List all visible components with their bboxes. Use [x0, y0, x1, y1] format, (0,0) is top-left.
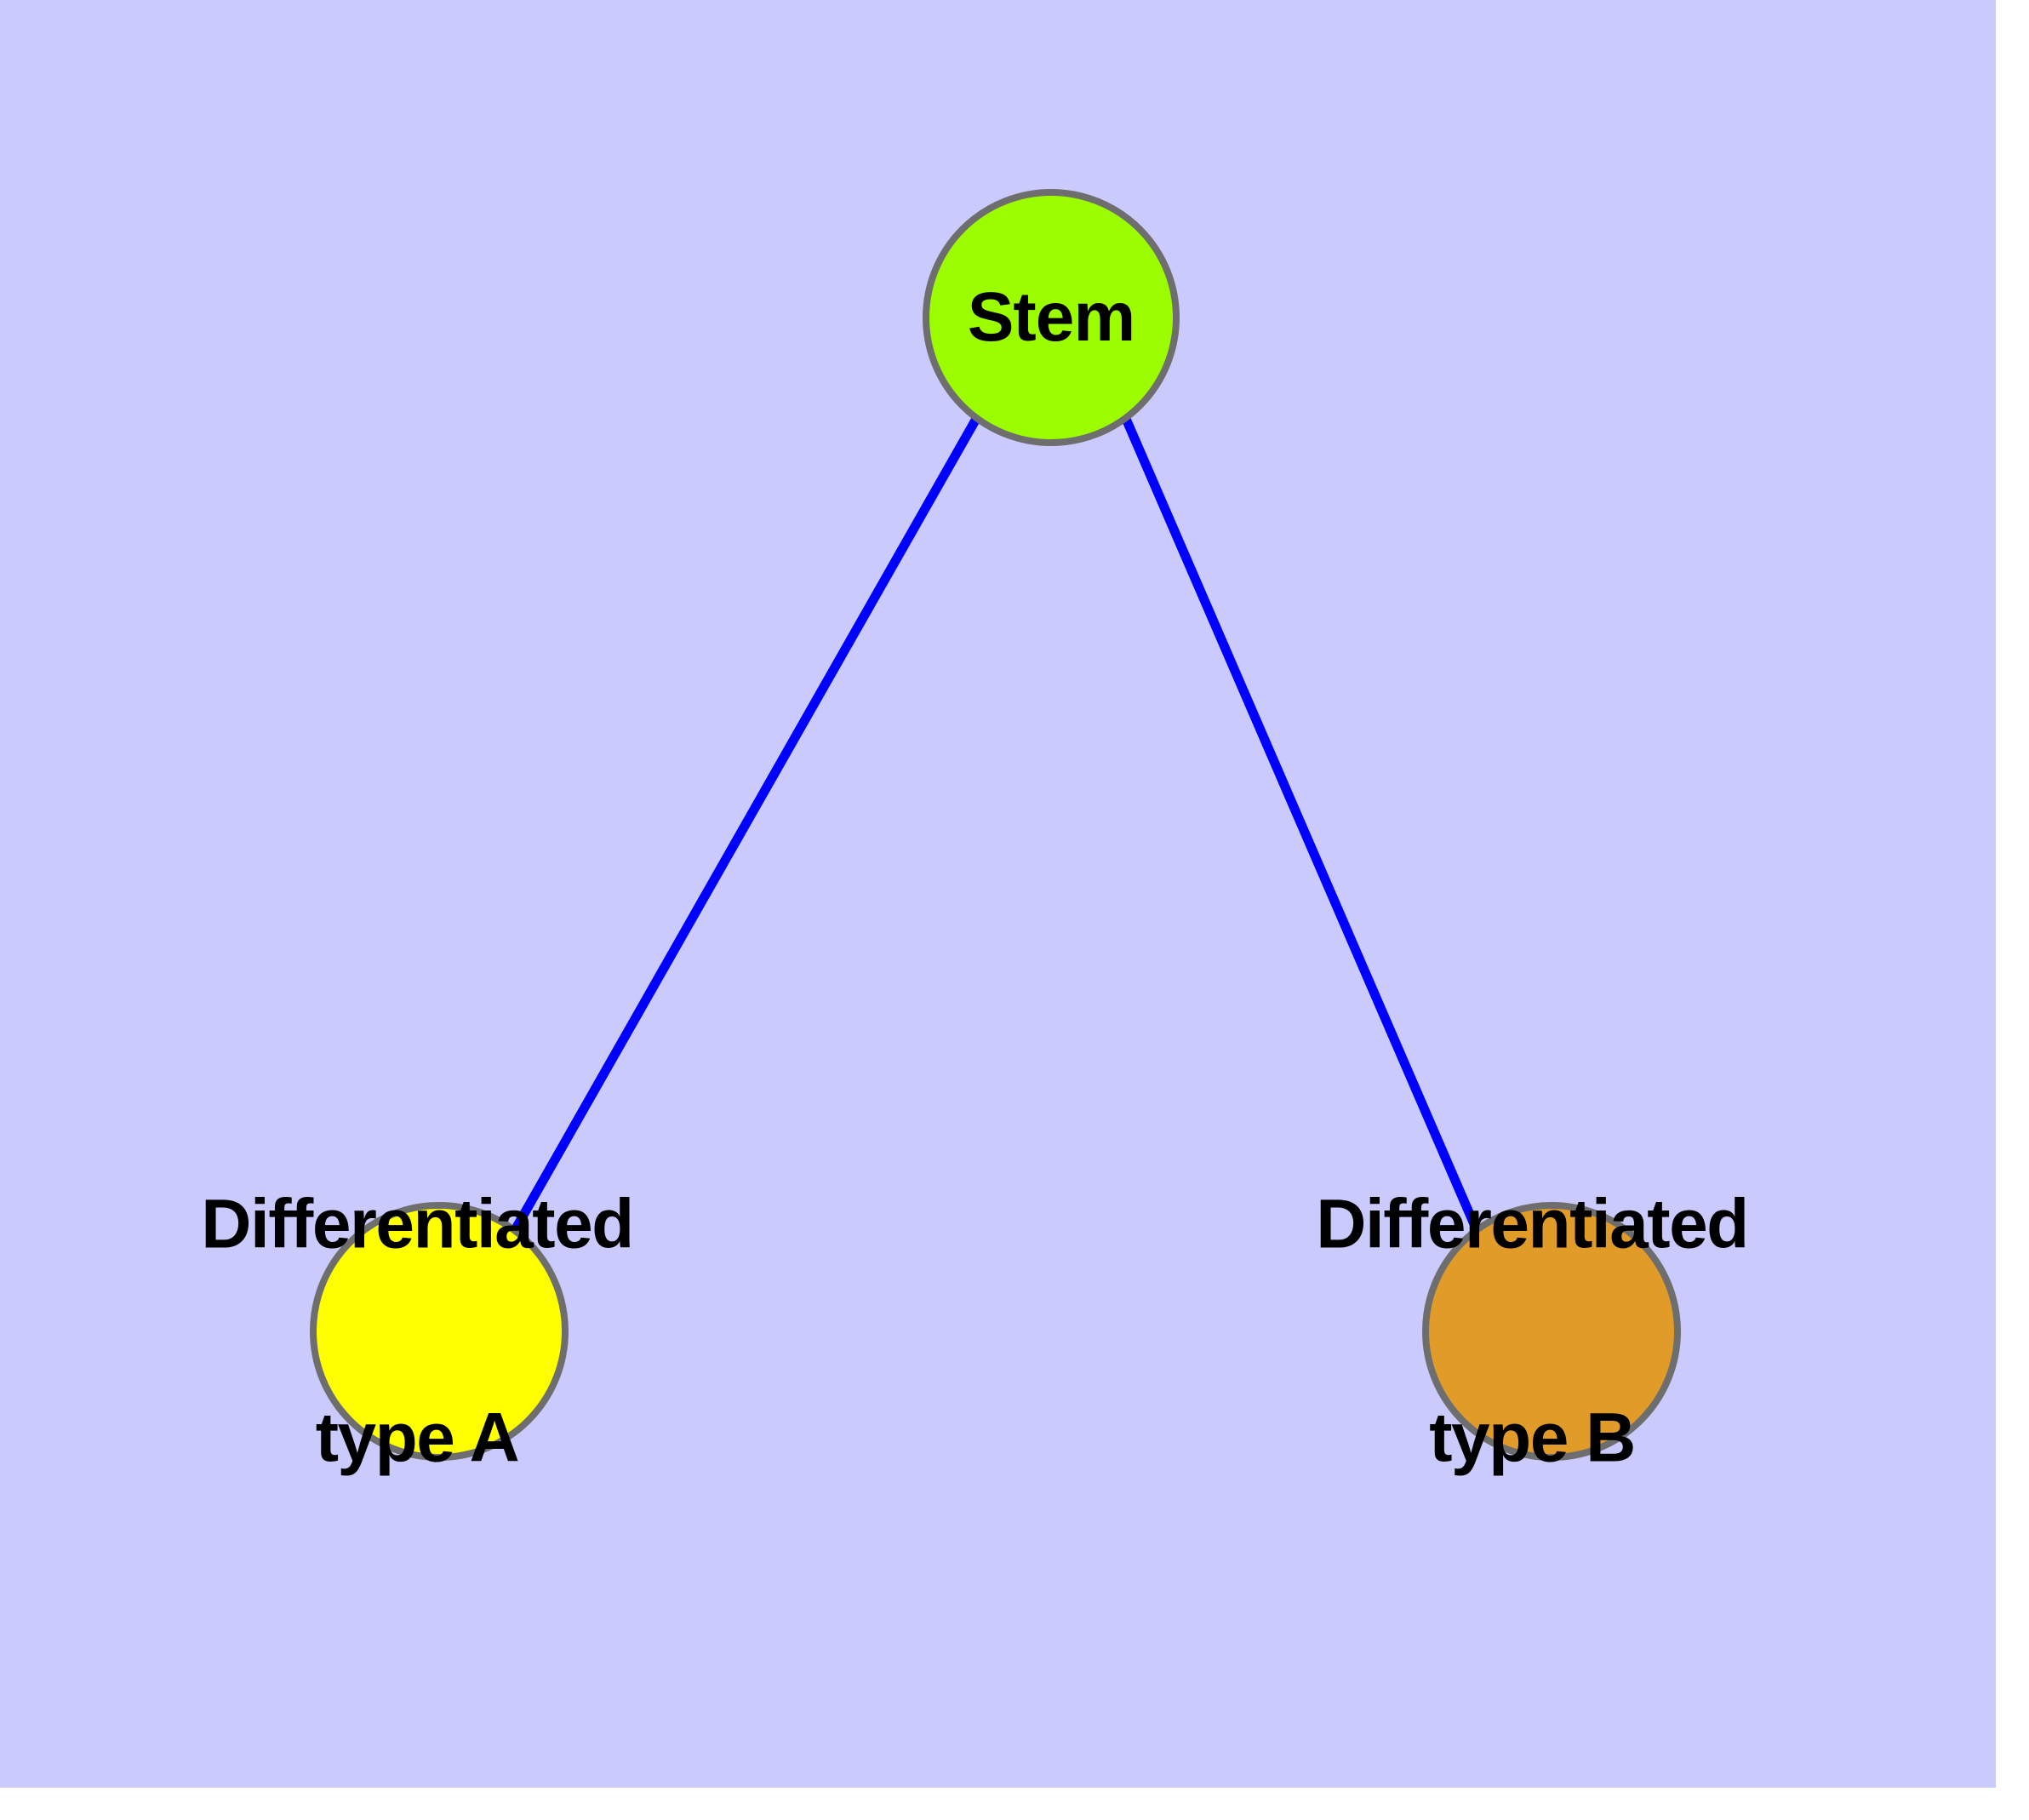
- edge-layer: [511, 416, 1482, 1233]
- node-circle-differentiated-type-a[interactable]: [310, 1202, 569, 1461]
- node-circle-stem[interactable]: [923, 189, 1180, 446]
- diagram-canvas: Stem Differentiated type A Differentiate…: [0, 0, 1996, 1788]
- node-layer: [310, 189, 1681, 1461]
- edge-stem-to-diff-b[interactable]: [1121, 416, 1482, 1233]
- edge-stem-to-diff-a[interactable]: [511, 416, 980, 1233]
- graph-svg: [310, 189, 1681, 1461]
- node-circle-differentiated-type-b[interactable]: [1422, 1202, 1681, 1461]
